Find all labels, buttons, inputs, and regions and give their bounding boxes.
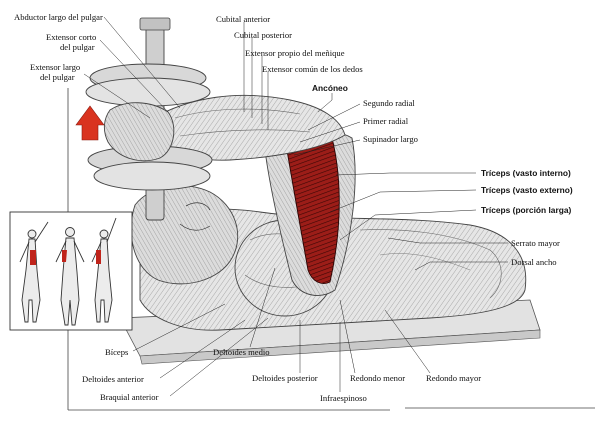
- label-extensor-propio: Extensor propio del meñique: [245, 48, 345, 58]
- dumbbell: [85, 17, 213, 221]
- label-triceps-externo: Tríceps (vasto externo): [481, 185, 573, 195]
- label-abductor-largo: Abductor largo del pulgar: [14, 12, 103, 22]
- label-infraespinoso: Infraespinoso: [320, 393, 367, 403]
- label-extensor-comun: Extensor común de los dedos: [262, 64, 363, 74]
- label-segundo-radial: Segundo radial: [363, 98, 415, 108]
- label-cubital-posterior: Cubital posterior: [234, 30, 292, 40]
- hand: [103, 102, 175, 162]
- forearm: [149, 94, 346, 161]
- label-extensor-largo-line2: del pulgar: [40, 72, 75, 82]
- label-deltoides-anterior: Deltoides anterior: [82, 374, 144, 384]
- labels: Abductor largo del pulgar Extensor corto…: [14, 12, 573, 403]
- label-primer-radial: Primer radial: [363, 116, 409, 126]
- label-triceps-interno: Tríceps (vasto interno): [481, 168, 571, 178]
- label-extensor-corto-line1: Extensor corto: [46, 32, 96, 42]
- inset-figures: [9, 211, 133, 331]
- label-anconeo: Ancóneo: [312, 83, 348, 93]
- movement-arrow: [75, 105, 105, 141]
- label-braquial-anterior: Braquial anterior: [100, 392, 159, 402]
- upper-arm: [264, 115, 356, 296]
- label-redondo-menor: Redondo menor: [350, 373, 405, 383]
- label-extensor-corto-line2: del pulgar: [60, 42, 95, 52]
- leader-lines: [83, 16, 508, 397]
- label-dorsal-ancho: Dorsal ancho: [511, 257, 557, 267]
- label-serrato-mayor: Serrato mayor: [511, 238, 560, 248]
- label-biceps: Bíceps: [105, 347, 129, 357]
- label-deltoides-posterior: Deltoides posterior: [252, 373, 318, 383]
- label-cubital-anterior: Cubital anterior: [216, 14, 270, 24]
- label-triceps-larga: Tríceps (porción larga): [481, 205, 571, 215]
- label-supinador-largo: Supinador largo: [363, 134, 418, 144]
- label-deltoides-medio: Deltoides medio: [213, 347, 270, 357]
- label-extensor-largo-line1: Extensor largo: [30, 62, 80, 72]
- label-redondo-mayor: Redondo mayor: [426, 373, 481, 383]
